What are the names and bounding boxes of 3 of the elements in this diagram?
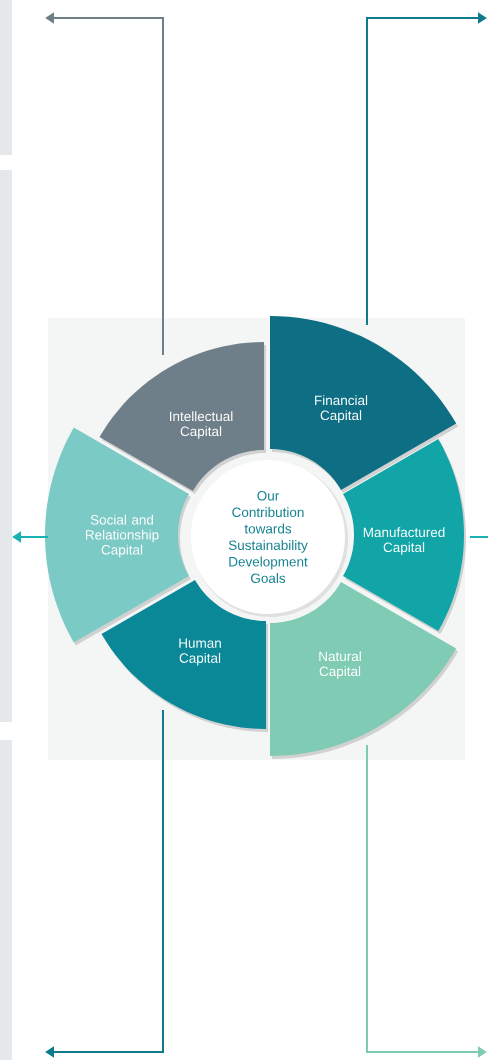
arrow <box>45 709 164 1058</box>
arrow <box>366 12 487 326</box>
wheel-segment: Natural Capital <box>270 582 459 759</box>
